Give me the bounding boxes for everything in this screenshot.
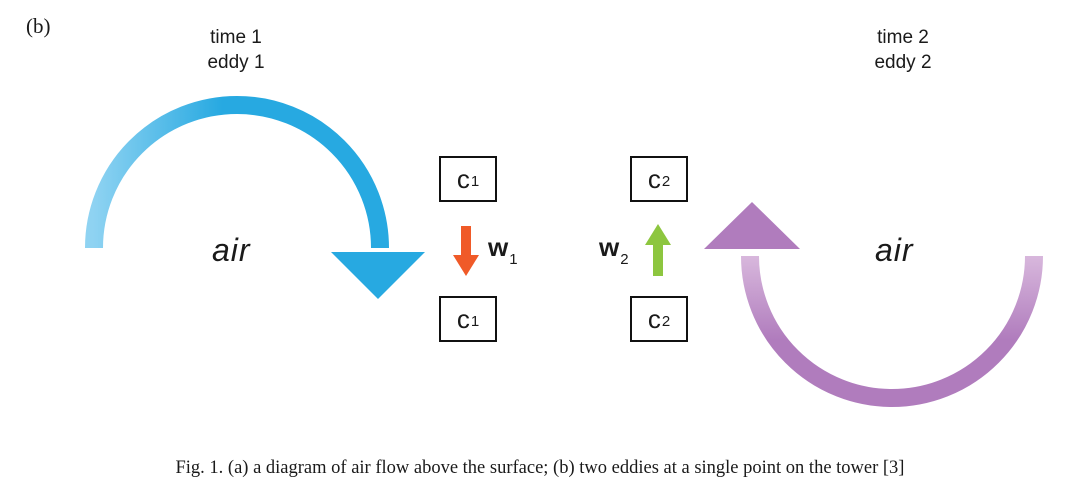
panel-label: (b) bbox=[26, 14, 51, 38]
w2-label: w2 bbox=[599, 232, 629, 269]
right-air-label: air bbox=[875, 232, 914, 268]
w1-base: w bbox=[488, 232, 509, 262]
w1-arrow bbox=[453, 226, 479, 276]
left-heading: time 1 eddy 1 bbox=[146, 25, 326, 75]
w2-base: w bbox=[599, 232, 620, 262]
eddy1-arrowhead bbox=[331, 252, 425, 299]
w2-arrow bbox=[645, 224, 671, 276]
c1-top-base: c bbox=[456, 163, 470, 194]
figure-caption: Fig. 1. (a) a diagram of air flow above … bbox=[175, 458, 905, 478]
left-air-label: air bbox=[212, 232, 251, 268]
c2-bottom-sub: 2 bbox=[661, 312, 671, 330]
c2-top-sub: 2 bbox=[661, 172, 671, 190]
right-heading-eddy: eddy 2 bbox=[874, 52, 932, 73]
w2-sub: 2 bbox=[620, 251, 629, 269]
right-heading-time: time 2 bbox=[877, 27, 929, 48]
w1-sub: 1 bbox=[509, 251, 518, 269]
right-heading: time 2 eddy 2 bbox=[813, 25, 993, 75]
c1-bottom-base: c bbox=[456, 303, 470, 334]
left-heading-eddy: eddy 1 bbox=[207, 52, 265, 73]
eddy2-arc bbox=[741, 255, 1043, 407]
w1-label: w1 bbox=[488, 232, 518, 269]
c2-bottom-base: c bbox=[647, 303, 661, 334]
left-heading-time: time 1 bbox=[210, 27, 262, 48]
c2-top-base: c bbox=[647, 163, 661, 194]
eddy1-arc bbox=[85, 96, 389, 249]
c1-top-sub: 1 bbox=[470, 172, 480, 190]
c1-bottom-sub: 1 bbox=[470, 312, 480, 330]
eddy2-arrowhead bbox=[704, 202, 800, 249]
